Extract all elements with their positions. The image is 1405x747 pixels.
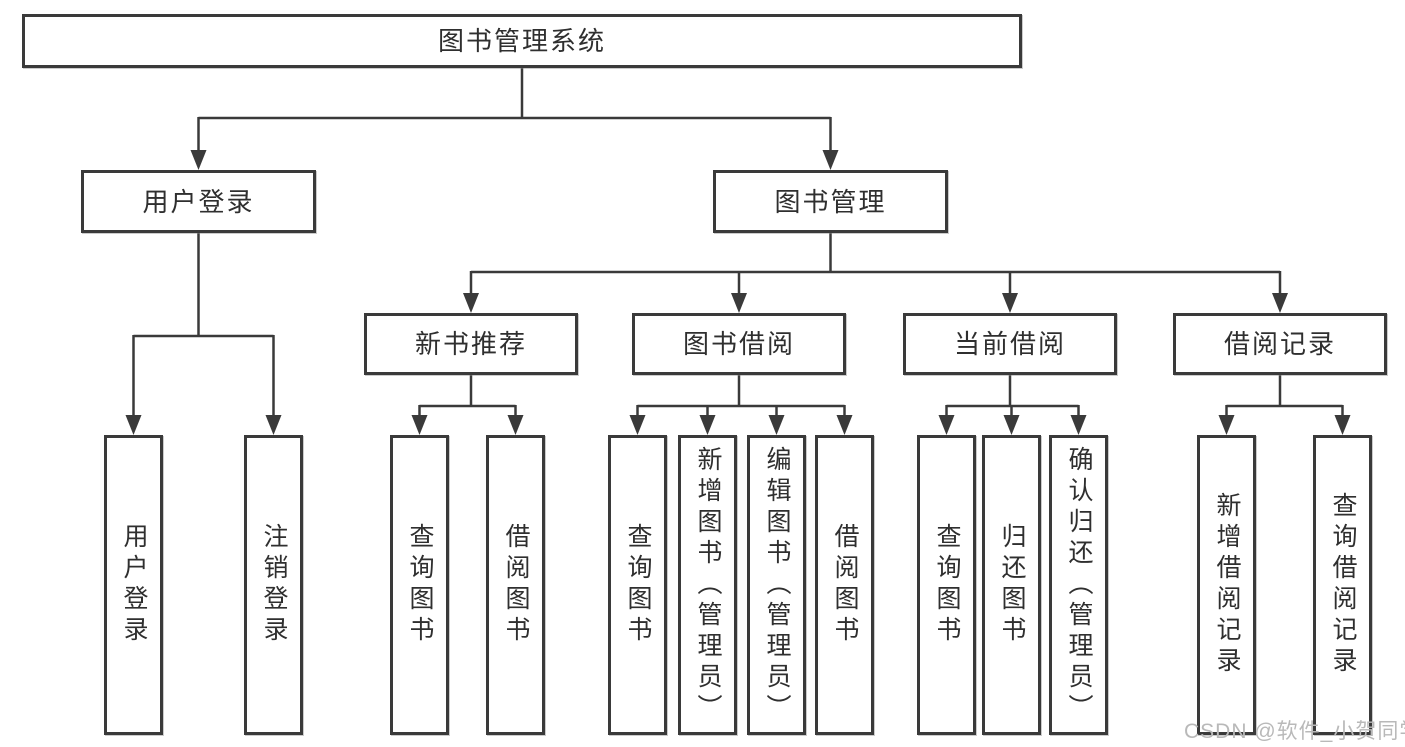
node-leaf-edit-books-admin: 编辑图书（管理员） [747, 435, 806, 735]
node-user-login-group-label: 用户登录 [142, 186, 255, 217]
node-borrowing-records-label: 借阅记录 [1223, 329, 1336, 359]
node-leaf-edit-books-admin-label: 编辑图书（管理员） [763, 445, 791, 725]
node-leaf-user-login-label: 用户登录 [120, 523, 148, 647]
node-leaf-borrow-books-1: 借阅图书 [486, 435, 545, 735]
node-borrowing-records: 借阅记录 [1173, 313, 1387, 375]
node-library-system: 图书管理系统 [22, 14, 1022, 68]
node-leaf-query-borrow-record: 查询借阅记录 [1313, 435, 1372, 735]
node-book-management-label: 图书管理 [774, 186, 887, 217]
node-new-book-recommend: 新书推荐 [364, 313, 578, 375]
node-leaf-user-login: 用户登录 [104, 435, 163, 735]
node-leaf-logout: 注销登录 [244, 435, 303, 735]
node-leaf-query-books-3-label: 查询图书 [933, 523, 961, 647]
node-book-management: 图书管理 [713, 170, 948, 233]
node-leaf-borrow-books-1-label: 借阅图书 [502, 523, 530, 647]
node-leaf-add-borrow-record-label: 新增借阅记录 [1213, 492, 1241, 678]
node-user-login-group: 用户登录 [81, 170, 316, 233]
node-leaf-return-books: 归还图书 [982, 435, 1041, 735]
node-leaf-confirm-return-admin: 确认归还（管理员） [1049, 435, 1108, 735]
node-leaf-logout-label: 注销登录 [260, 523, 288, 647]
node-leaf-add-books-admin-label: 新增图书（管理员） [694, 445, 722, 725]
node-current-borrowing-label: 当前借阅 [953, 329, 1066, 359]
node-leaf-query-books-1-label: 查询图书 [406, 523, 434, 647]
node-leaf-borrow-books-2: 借阅图书 [815, 435, 874, 735]
node-leaf-add-books-admin: 新增图书（管理员） [678, 435, 737, 735]
node-leaf-query-books-2: 查询图书 [608, 435, 667, 735]
node-leaf-query-books-1: 查询图书 [390, 435, 449, 735]
node-leaf-return-books-label: 归还图书 [998, 523, 1026, 647]
node-book-borrowing: 图书借阅 [632, 313, 846, 375]
node-leaf-add-borrow-record: 新增借阅记录 [1197, 435, 1256, 735]
node-current-borrowing: 当前借阅 [903, 313, 1117, 375]
watermark: CSDN @软件_小贺同学 [1184, 720, 1405, 743]
node-leaf-query-books-3: 查询图书 [917, 435, 976, 735]
node-leaf-borrow-books-2-label: 借阅图书 [831, 523, 859, 647]
node-library-system-label: 图书管理系统 [437, 26, 606, 56]
node-new-book-recommend-label: 新书推荐 [414, 329, 527, 359]
node-leaf-query-borrow-record-label: 查询借阅记录 [1329, 492, 1357, 678]
node-book-borrowing-label: 图书借阅 [682, 329, 795, 359]
node-leaf-query-books-2-label: 查询图书 [624, 523, 652, 647]
node-leaf-confirm-return-admin-label: 确认归还（管理员） [1065, 445, 1093, 725]
